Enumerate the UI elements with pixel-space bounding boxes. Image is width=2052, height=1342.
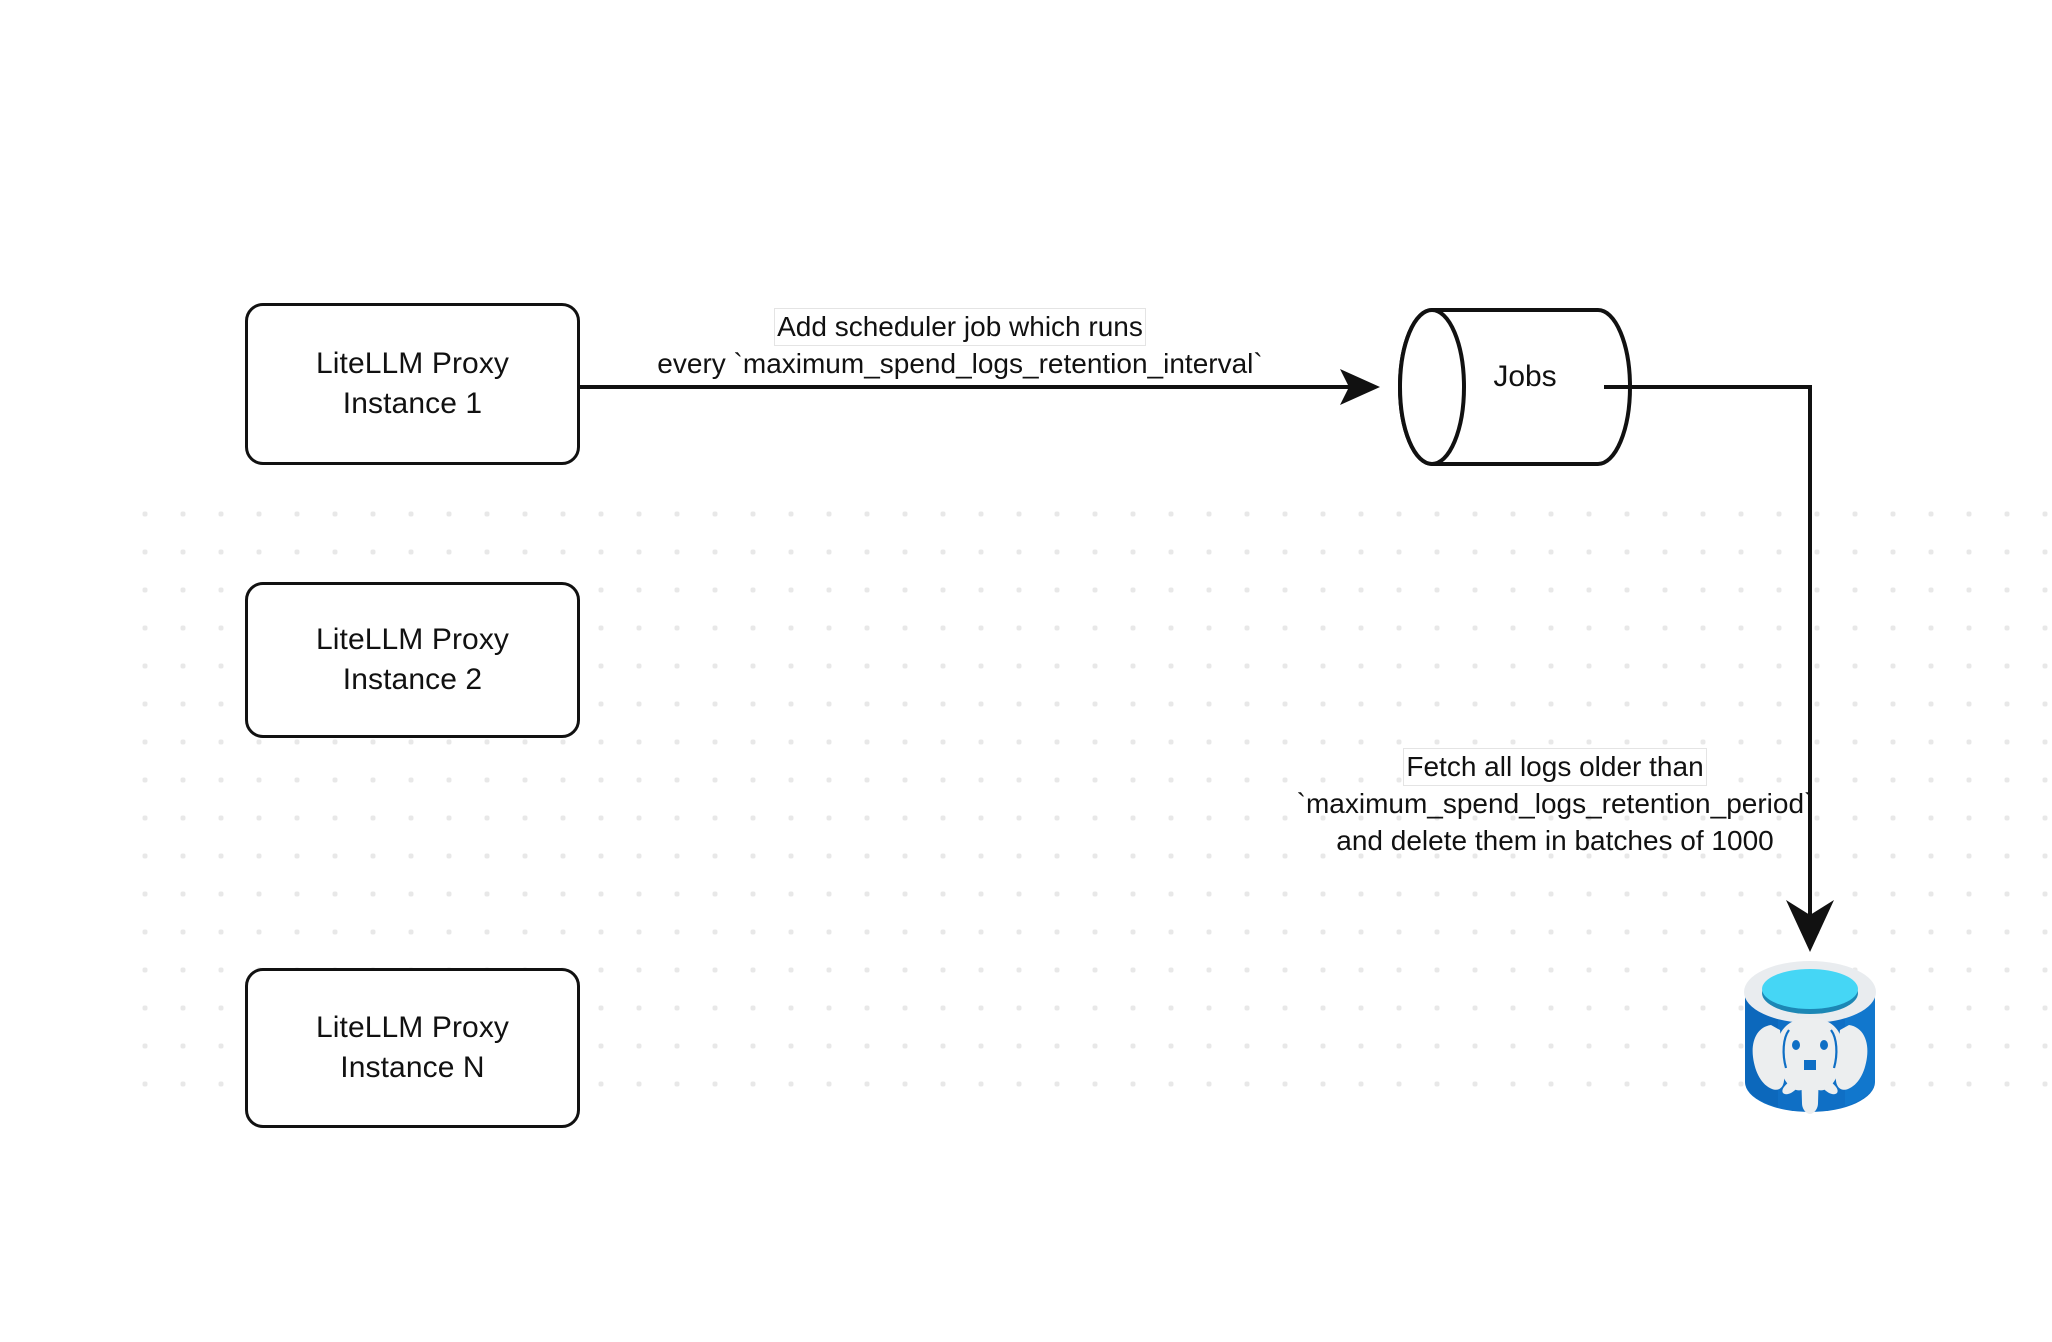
node-jobs-cylinder [1398, 308, 1632, 466]
edge-label-line2: every `maximum_spend_logs_retention_inte… [657, 348, 1263, 380]
node-label-line1: LiteLLM Proxy [315, 347, 510, 381]
node-label-line2: Instance N [340, 1051, 485, 1084]
node-label-line2: Instance 1 [342, 387, 483, 420]
node-litellm-proxy-instance-2[interactable]: LiteLLM Proxy Instance 2 [245, 582, 580, 738]
postgres-elephant-icon [1752, 1018, 1868, 1114]
edge-jobs-to-postgres [1604, 385, 1834, 952]
node-label-line1: LiteLLM Proxy [315, 1011, 510, 1045]
node-litellm-proxy-instance-1[interactable]: LiteLLM Proxy Instance 1 [245, 303, 580, 465]
edge-label-fetch: Fetch all logs older than `maximum_spend… [1270, 748, 1840, 859]
edge-label-line1: Fetch all logs older than [1403, 748, 1707, 787]
node-jobs-label: Jobs [1493, 360, 1557, 393]
node-litellm-proxy-instance-n[interactable]: LiteLLM Proxy Instance N [245, 968, 580, 1128]
node-label-line1: LiteLLM Proxy [315, 623, 510, 657]
edge-instance1-to-jobs [580, 369, 1380, 405]
edge-label-line2: `maximum_spend_logs_retention_period` [1296, 788, 1814, 820]
node-postgres-database [1744, 961, 1876, 1114]
edge-label-line3: and delete them in batches of 1000 [1336, 824, 1774, 856]
node-label-line2: Instance 2 [342, 663, 483, 696]
edge-label-line1: Add scheduler job which runs [774, 308, 1146, 347]
edge-label-scheduler: Add scheduler job which runs every `maxi… [610, 308, 1310, 383]
